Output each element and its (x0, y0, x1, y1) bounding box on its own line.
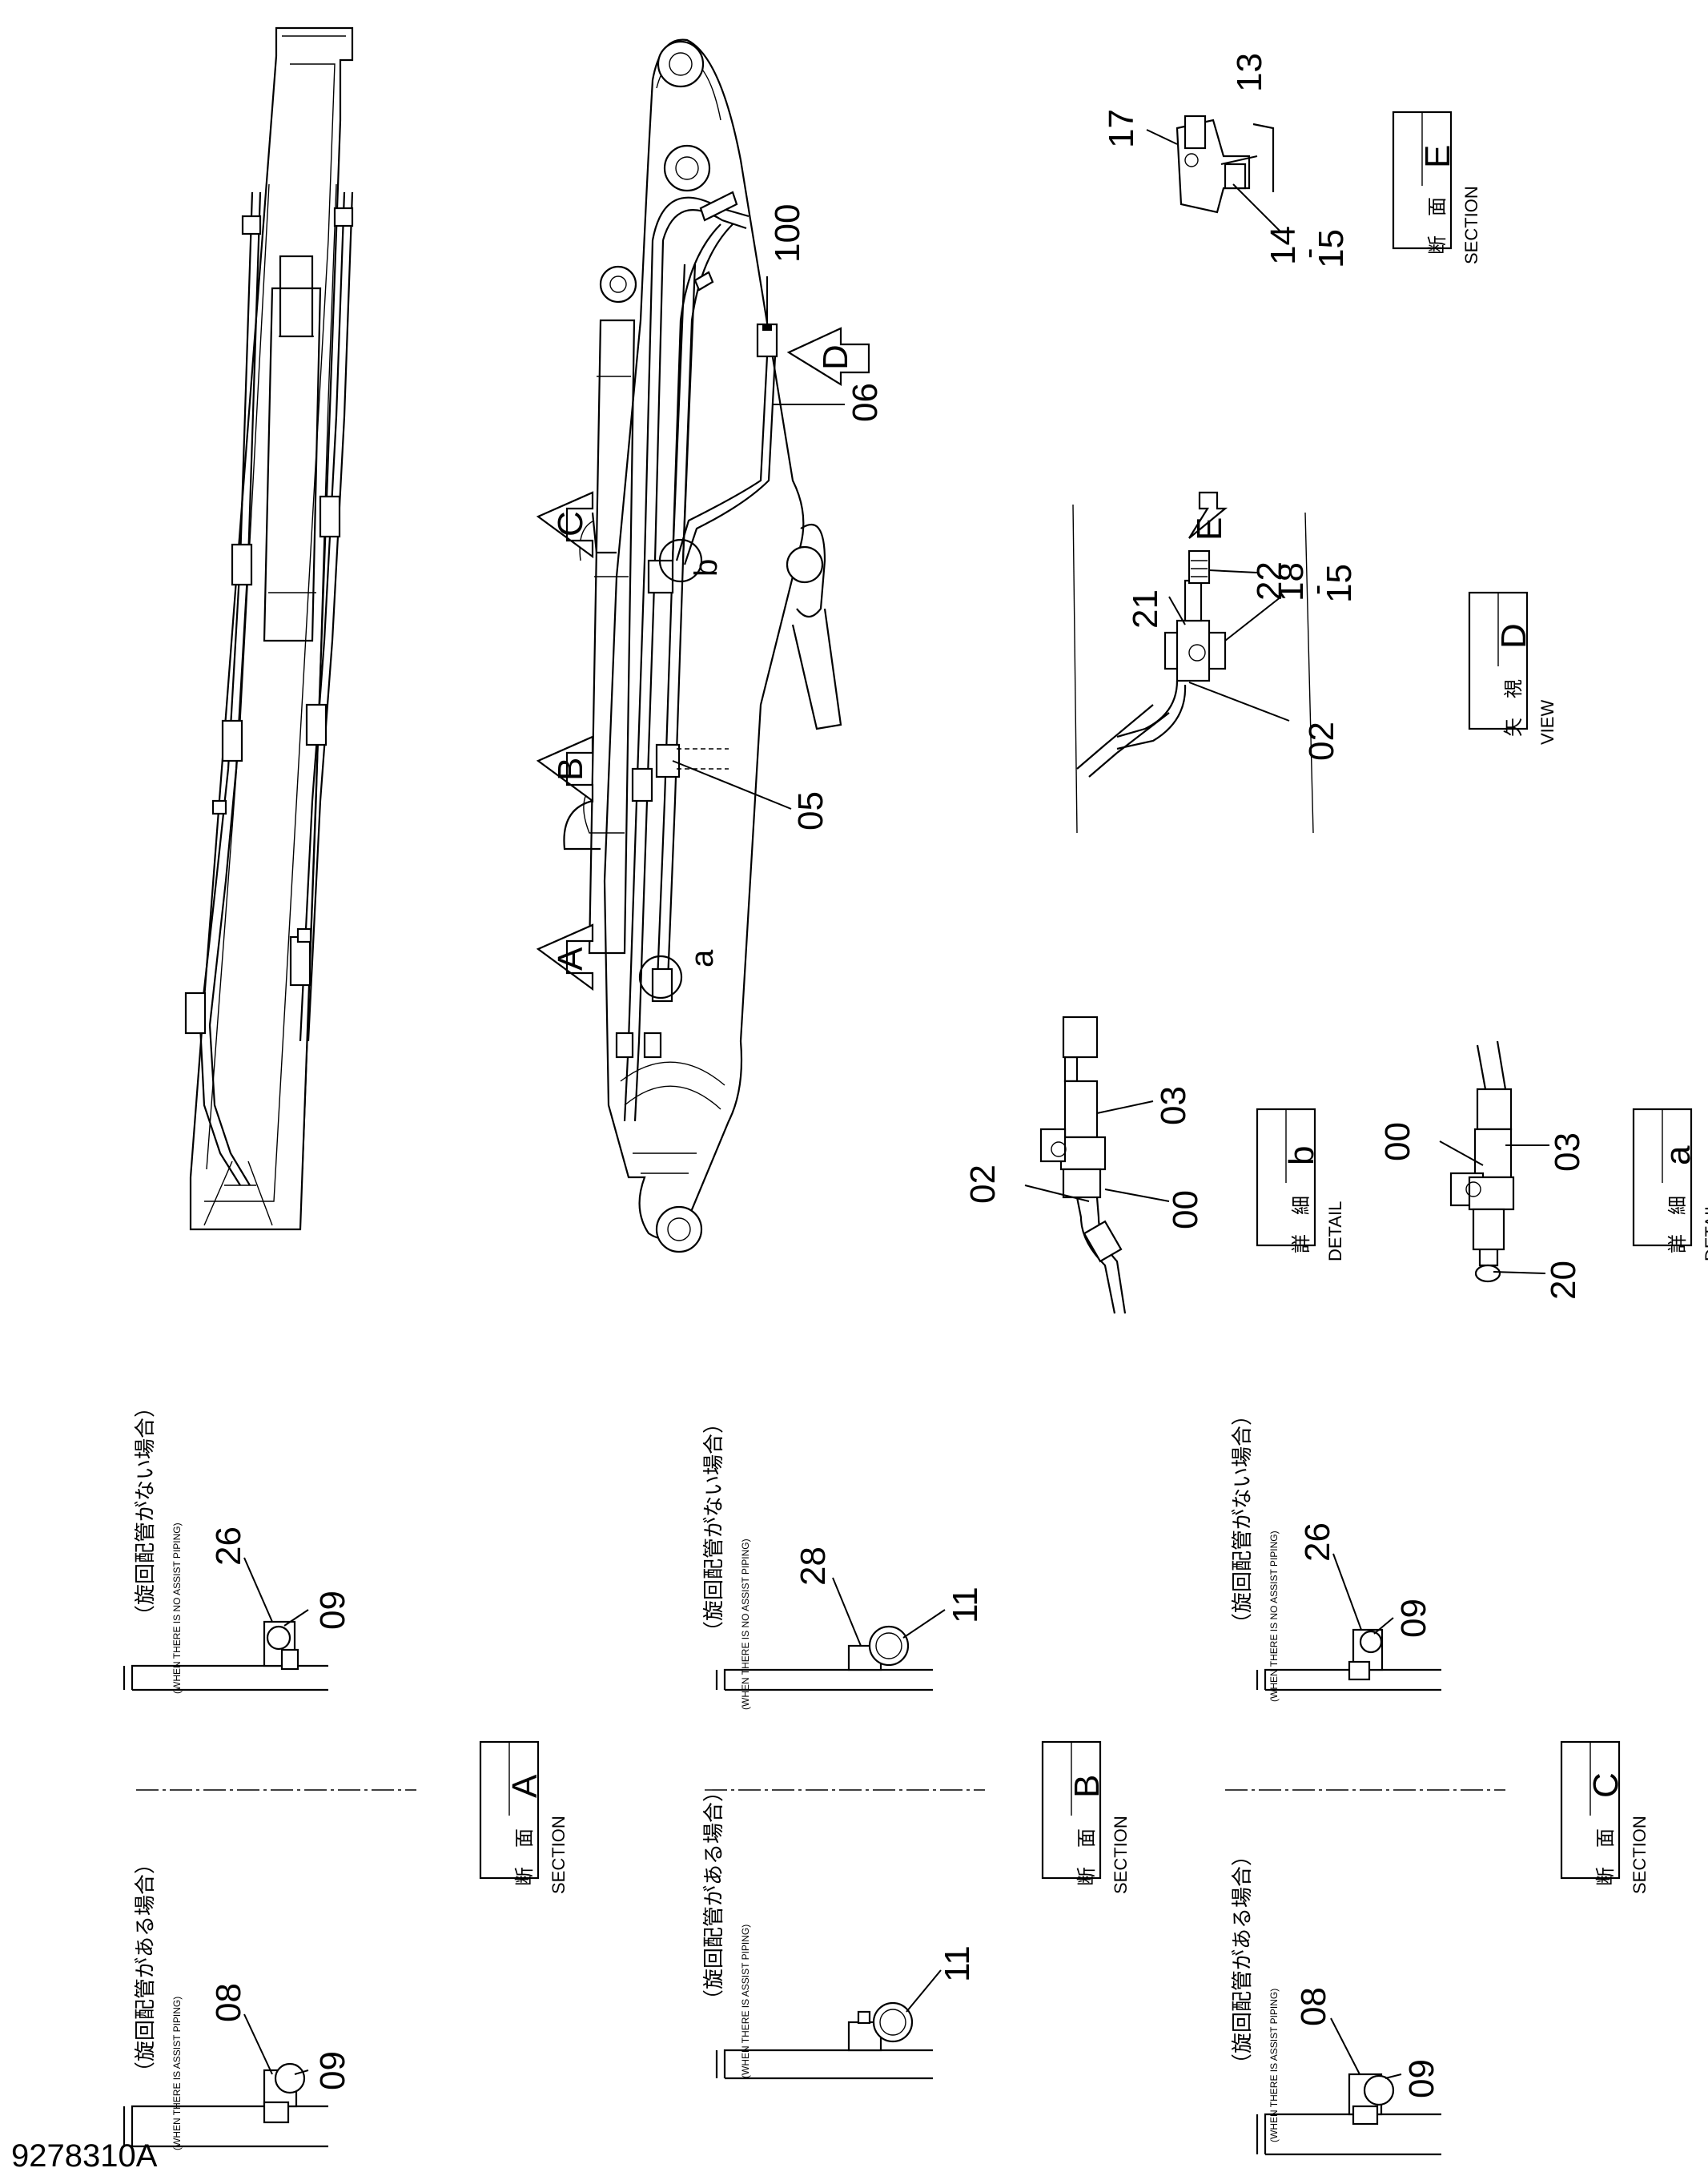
note-B-no-en: (WHEN THERE IS NO ASSIST PIPING) (740, 1538, 751, 1710)
callout-15b: 15 (1320, 564, 1359, 603)
boom-top-view (184, 26, 354, 1231)
view-arrow-D: D (786, 327, 870, 386)
callout-02-view: 02 (1302, 722, 1341, 761)
callout-08-A: 08 (209, 1983, 248, 2022)
dash-18-15: - (1299, 585, 1334, 595)
svg-text:矢 視: 矢 視 (1503, 679, 1525, 737)
boom-side-view (563, 38, 842, 1253)
section-B: 28 11 （旋回配管がない場合） (WHEN THERE IS NO ASSI… (701, 1413, 985, 2080)
view-arrow-C: C (536, 491, 594, 559)
svg-text:b: b (1282, 1146, 1321, 1165)
callout-03-b: 03 (1154, 1086, 1193, 1125)
title-section-C: 断 面 SECTION C (1560, 1740, 1650, 1894)
svg-text:SECTION: SECTION (1461, 186, 1481, 264)
callout-18: 18 (1272, 562, 1311, 601)
arrow-label-B: B (551, 758, 590, 781)
svg-text:断 面: 断 面 (514, 1828, 536, 1886)
note-A-yes-en: (WHEN THERE IS ASSIST PIPING) (171, 1997, 183, 2150)
title-section-B: 断 面 SECTION B (1041, 1740, 1131, 1894)
svg-text:断 面: 断 面 (1076, 1828, 1098, 1886)
callout-20: 20 (1544, 1261, 1583, 1300)
title-section-A: 断 面 SECTION A (479, 1740, 569, 1894)
svg-text:a: a (1658, 1145, 1698, 1165)
callout-09-A2: 09 (313, 2051, 352, 2090)
callout-11-1: 11 (946, 1587, 985, 1623)
section-E-view: 17 13 14 - 15 (1102, 53, 1351, 268)
callout-22: 22 (1250, 561, 1289, 601)
note-B-yes-jp: （旋回配管がある場合） (701, 1781, 725, 2010)
callout-15a: 15 (1312, 229, 1351, 268)
arrow-label-C: C (551, 511, 590, 537)
note-C-yes-en: (WHEN THERE IS ASSIST PIPING) (1268, 1989, 1280, 2142)
svg-text:100: 100 (768, 204, 807, 263)
svg-text:詳 細: 詳 細 (1291, 1196, 1312, 1253)
section-A: 26 09 （旋回配管がない場合） (WHEN THERE IS NO ASSI… (123, 1397, 416, 2150)
note-B-yes-en: (WHEN THERE IS ASSIST PIPING) (740, 1925, 751, 2078)
svg-text:SECTION: SECTION (1630, 1816, 1650, 1894)
svg-text:DETAIL: DETAIL (1325, 1201, 1345, 1261)
dash-14-15: - (1291, 248, 1326, 259)
balloon-a: a (685, 949, 720, 967)
detail-a: 00 03 20 (1378, 1040, 1587, 1300)
view-D-detail: E 21 22 18 - 15 02 (1072, 491, 1359, 834)
callout-14: 14 (1264, 226, 1303, 265)
title-section-E: 断 面 SECTION E (1392, 111, 1481, 264)
note-A-no-jp: （旋回配管がない場合） (133, 1397, 157, 1626)
balloon-b: b (689, 559, 724, 577)
callout-21: 21 (1126, 589, 1165, 629)
svg-text:06: 06 (846, 383, 885, 422)
document-number: 9278310A (11, 2138, 158, 2174)
svg-text:SECTION: SECTION (549, 1816, 569, 1894)
title-detail-a: 詳 細 DETAIL a (1632, 1108, 1708, 1261)
arrow-label-E: E (1190, 517, 1229, 541)
callout-17: 17 (1102, 109, 1141, 148)
arrow-label-A: A (551, 947, 590, 971)
svg-text:C: C (1586, 1772, 1626, 1798)
note-C-no-jp: （旋回配管がない場合） (1230, 1405, 1254, 1634)
svg-text:詳 細: 詳 細 (1667, 1196, 1689, 1253)
callout-09-A1: 09 (313, 1591, 352, 1630)
callout-02-b: 02 (963, 1164, 1003, 1204)
svg-text:DETAIL: DETAIL (1702, 1201, 1708, 1261)
callout-100: 100 (766, 204, 807, 324)
view-arrow-A: A (536, 923, 594, 991)
callout-00-a: 00 (1378, 1122, 1417, 1161)
svg-text:D: D (1494, 623, 1533, 649)
svg-text:A: A (505, 1774, 545, 1798)
callout-26-A: 26 (209, 1526, 248, 1566)
note-C-no-en: (WHEN THERE IS NO ASSIST PIPING) (1268, 1530, 1280, 1702)
callout-26-C: 26 (1298, 1522, 1337, 1562)
svg-text:断 面: 断 面 (1427, 197, 1449, 255)
note-A-yes-jp: （旋回配管がある場合） (133, 1853, 157, 2082)
svg-text:05: 05 (791, 791, 830, 831)
callout-06: 06 (774, 383, 885, 422)
svg-text:SECTION: SECTION (1111, 1816, 1131, 1894)
svg-text:B: B (1067, 1775, 1107, 1798)
arrow-label-D: D (816, 344, 855, 370)
svg-text:断 面: 断 面 (1595, 1828, 1617, 1886)
callout-28: 28 (794, 1546, 833, 1586)
section-C: 26 09 （旋回配管がない場合） (WHEN THERE IS NO ASSI… (1225, 1405, 1505, 2156)
detail-b: 03 02 00 (963, 1016, 1205, 1314)
svg-text:VIEW: VIEW (1537, 700, 1557, 745)
callout-13: 13 (1230, 53, 1269, 92)
callout-09-C1: 09 (1394, 1599, 1433, 1638)
callout-11-2: 11 (938, 1945, 977, 1982)
callout-09-C2: 09 (1402, 2059, 1441, 2098)
title-view-D: 矢 視 VIEW D (1468, 591, 1557, 745)
note-C-yes-jp: （旋回配管がある場合） (1230, 1845, 1254, 2074)
callout-05: 05 (672, 760, 830, 831)
note-B-no-jp: （旋回配管がない場合） (701, 1413, 725, 1642)
callout-08-C: 08 (1294, 1987, 1333, 2026)
note-A-no-en: (WHEN THERE IS NO ASSIST PIPING) (171, 1522, 183, 1694)
view-arrow-B: B (536, 735, 594, 803)
svg-text:E: E (1418, 145, 1457, 168)
callout-03-a: 03 (1548, 1132, 1587, 1172)
title-detail-b: 詳 細 DETAIL b (1256, 1108, 1345, 1261)
callout-00-b: 00 (1166, 1190, 1205, 1229)
